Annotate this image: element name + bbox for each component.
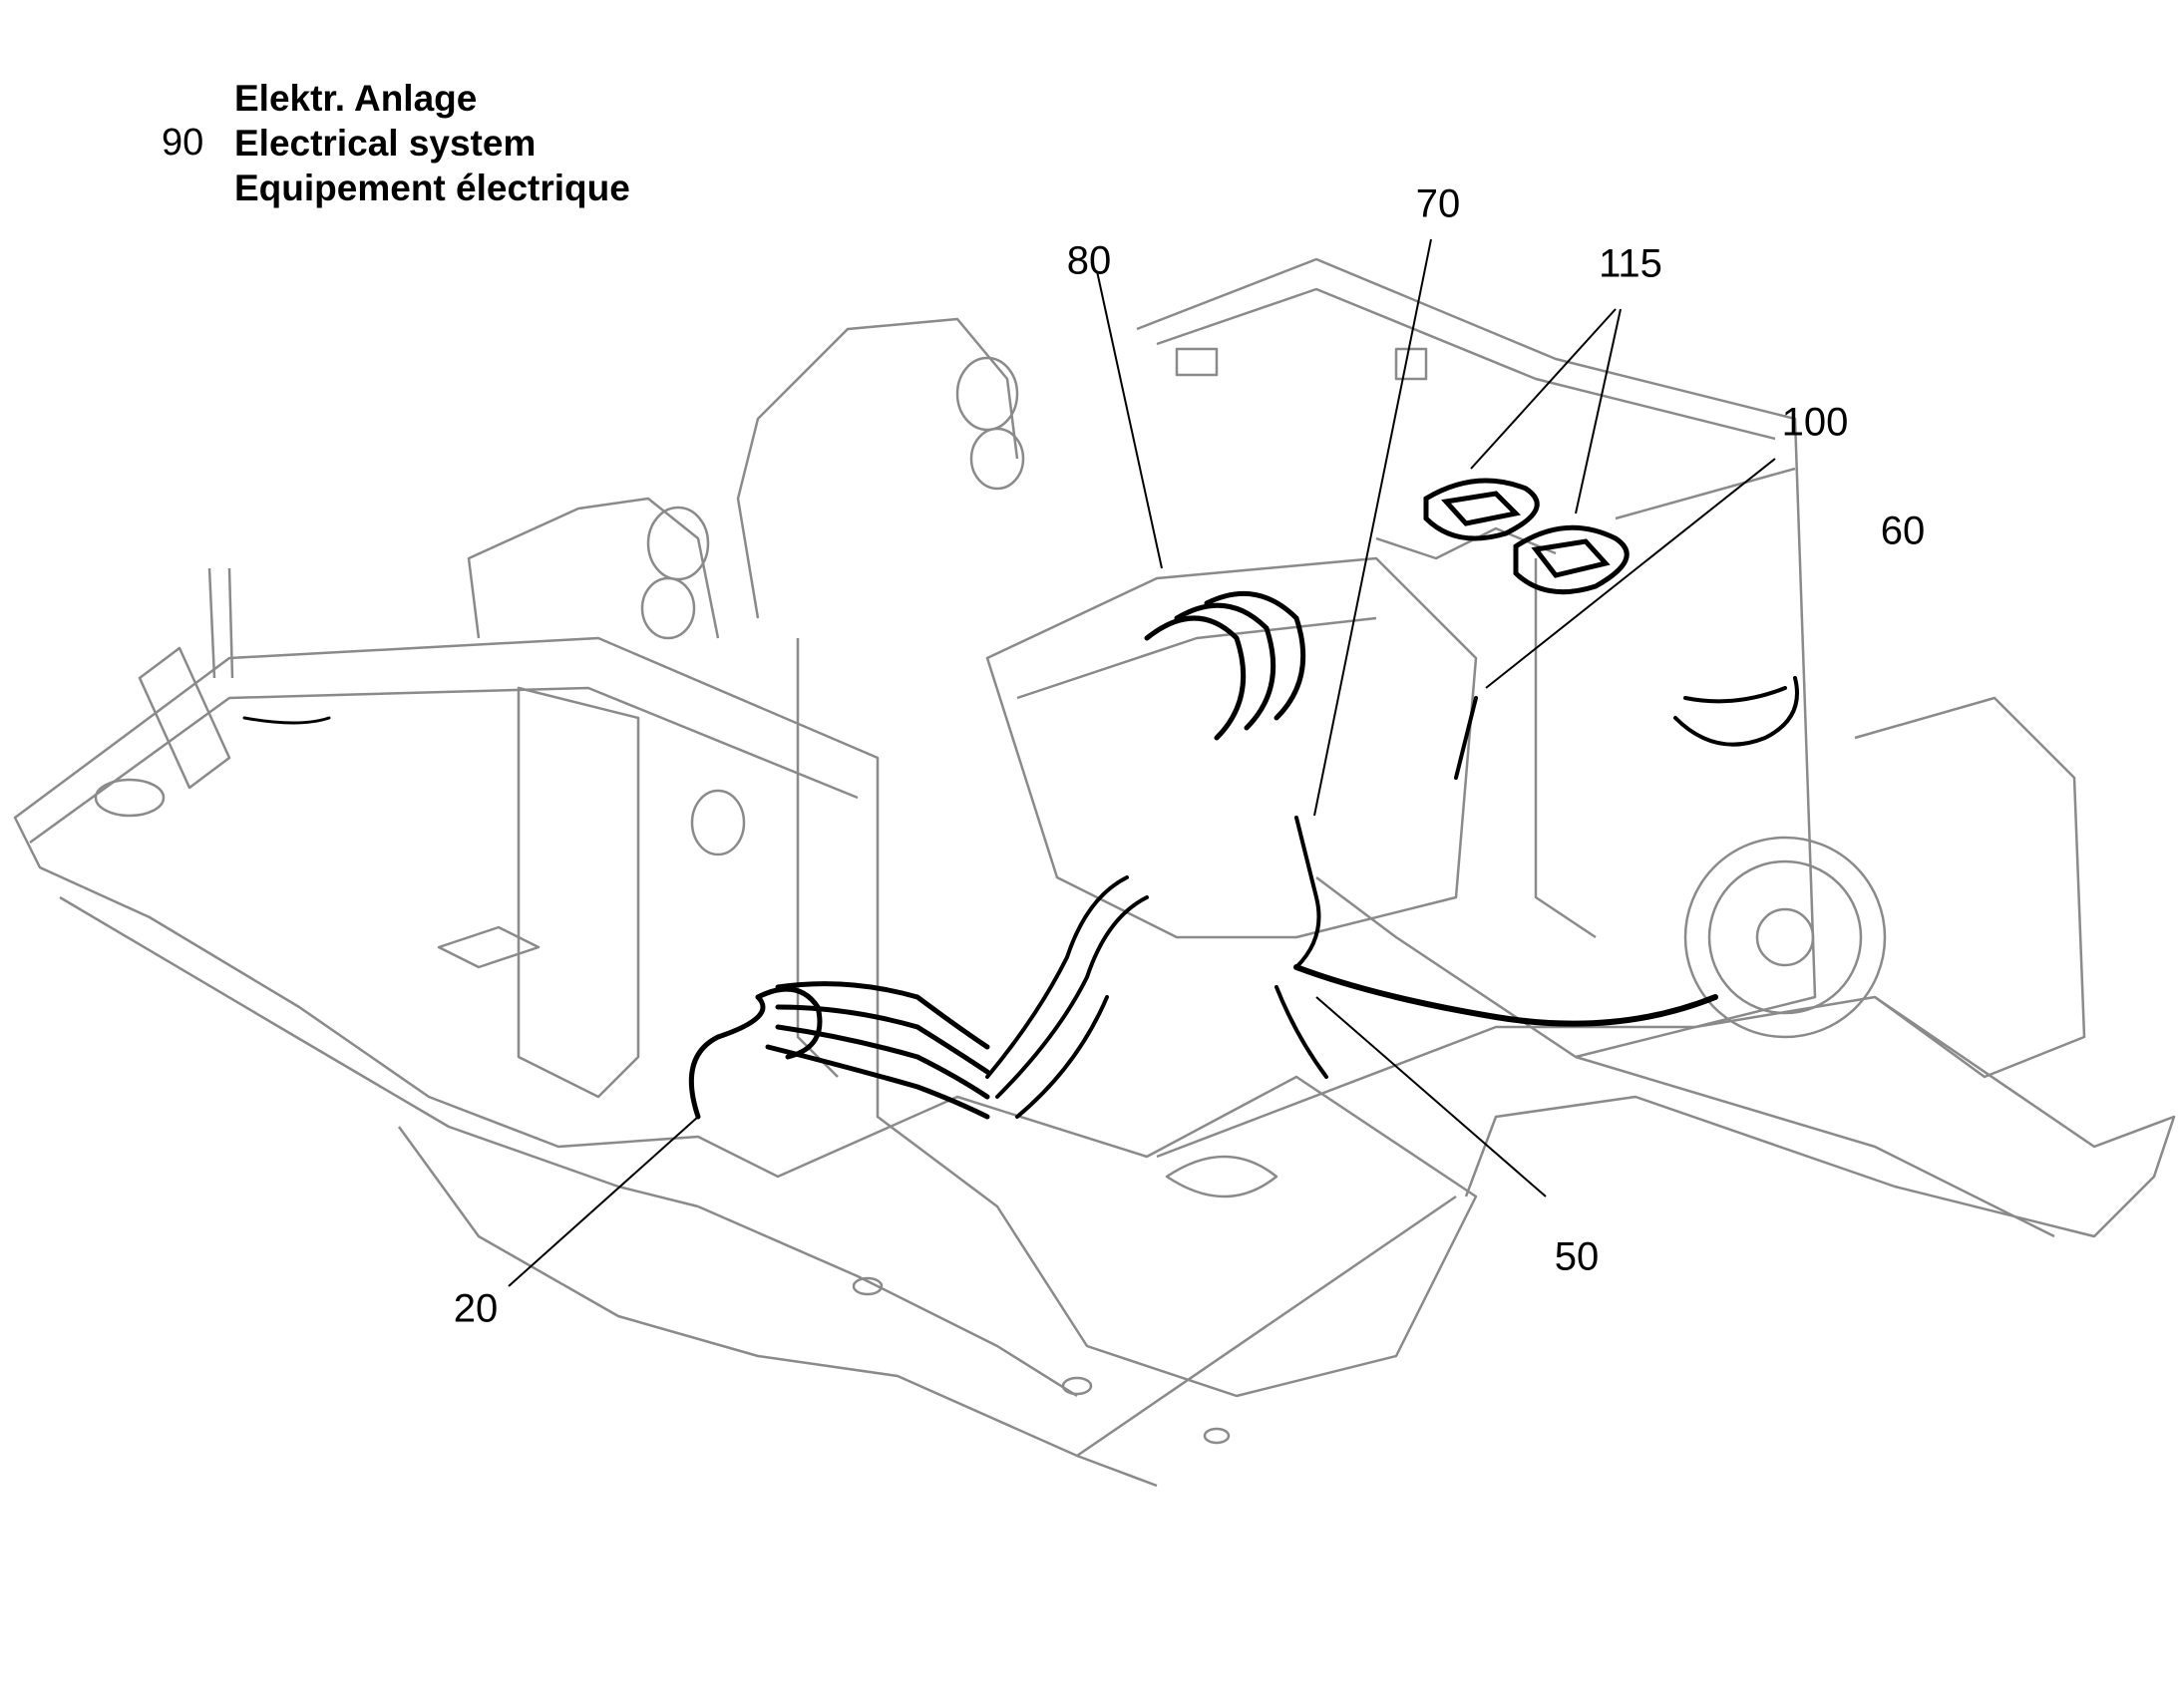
leader-70 xyxy=(1313,238,1432,817)
chassis-frame-outline xyxy=(13,257,2176,1488)
leader-115a xyxy=(1470,308,1617,470)
leader-lines xyxy=(508,238,1776,1287)
callout-115: 115 xyxy=(1599,241,1662,286)
callout-70: 70 xyxy=(1415,181,1461,226)
leader-50 xyxy=(1315,996,1547,1197)
battery-covers xyxy=(1423,478,1630,595)
title-english: Electrical system xyxy=(234,123,537,164)
title-german: Elektr. Anlage xyxy=(234,78,478,119)
callout-80: 80 xyxy=(1066,238,1112,283)
callout-20: 20 xyxy=(453,1286,499,1331)
wiring-harness xyxy=(242,590,1799,1120)
section-number: 90 xyxy=(162,122,204,164)
leader-80 xyxy=(1096,270,1163,569)
callout-60: 60 xyxy=(1880,509,1926,553)
title-french: Equipement électrique xyxy=(234,168,630,208)
leader-20 xyxy=(508,1116,699,1287)
callout-100: 100 xyxy=(1781,400,1849,445)
callout-50: 50 xyxy=(1554,1234,1600,1279)
leader-100 xyxy=(1485,458,1776,689)
leader-115b xyxy=(1575,308,1622,514)
